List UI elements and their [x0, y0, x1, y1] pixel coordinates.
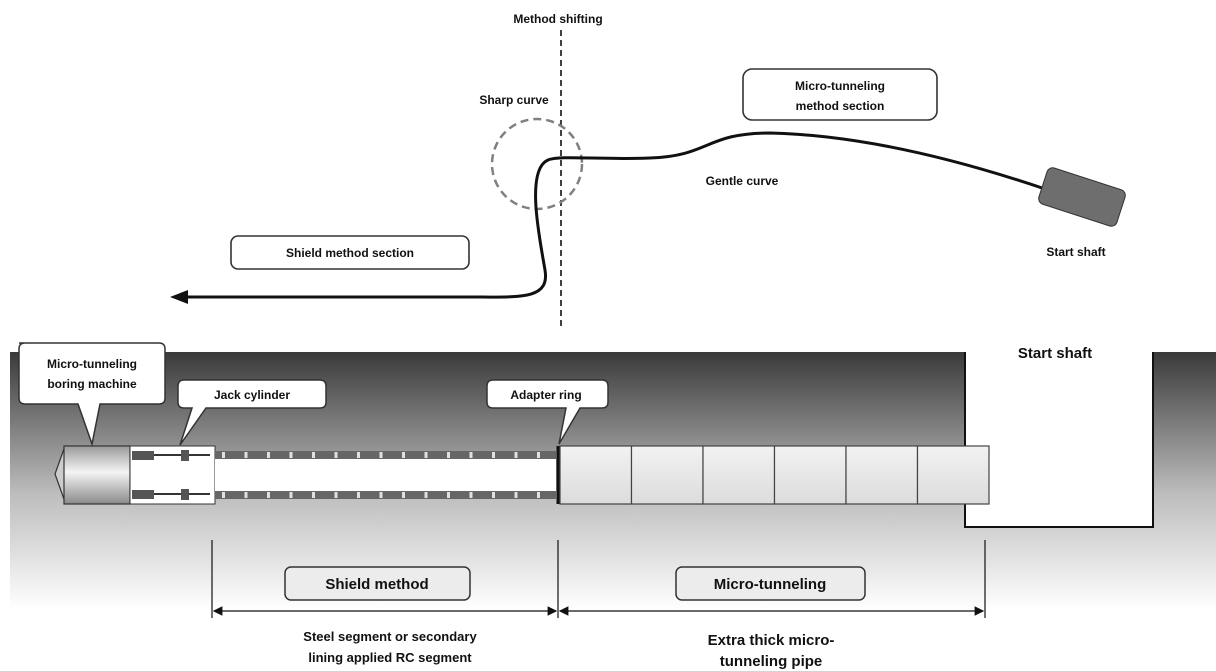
jack-cylinder-lower [132, 489, 210, 500]
jack-cylinder-upper [132, 450, 210, 461]
segment-joint [514, 492, 518, 498]
segment-joint [537, 452, 540, 458]
cutter-head [54, 445, 66, 503]
micro-tunneling-box [675, 566, 866, 601]
steel-segment-line1: Steel segment or secondary [303, 629, 477, 644]
steel-segment-line2: lining applied RC segment [308, 650, 472, 665]
start-shaft-label-section: Start shaft [1018, 345, 1092, 362]
segment-joint [267, 452, 270, 458]
adapter-ring-callout: Adapter ring [486, 379, 609, 445]
micro-tunneling-section-line1: Micro-tunneling [795, 79, 885, 93]
segment-joint [537, 492, 540, 498]
segment-joint [492, 492, 495, 498]
segment-joint [357, 492, 360, 498]
boring-machine [63, 445, 131, 505]
micro-tunneling-section-box [742, 68, 938, 121]
segment-joint [424, 452, 428, 458]
segment-joint [244, 452, 248, 458]
segment-joint [267, 492, 270, 498]
segment-bore [215, 459, 556, 491]
segment-joint [379, 492, 383, 498]
section-view: Start shaft Micro-tunneling boring mach [10, 342, 1216, 670]
segment-joint [469, 452, 473, 458]
segment-joint [469, 492, 473, 498]
shield-section-box [230, 235, 470, 270]
adapter-ring-label: Adapter ring [510, 388, 581, 402]
start-shaft-label-plan: Start shaft [1046, 245, 1105, 259]
segment-joint [402, 492, 405, 498]
jack-cylinder-callout: Jack cylinder [177, 379, 327, 446]
micro-tunneling-pipe [773, 445, 847, 505]
shield-section-label: Shield method section [286, 246, 414, 260]
gentle-curve-label: Gentle curve [706, 174, 779, 188]
segment-joint [334, 452, 338, 458]
method-shifting-label: Method shifting [513, 12, 602, 26]
segment-band [215, 491, 556, 499]
segment-joint [379, 452, 383, 458]
shield-method-box [284, 566, 471, 601]
segment-band [215, 451, 556, 459]
segment-joint [447, 492, 450, 498]
segment-joint [289, 492, 293, 498]
segment-joint [222, 452, 225, 458]
micro-tunneling-pipe [845, 445, 919, 505]
shield-method-label: Shield method [325, 576, 428, 593]
start-shaft-outline [964, 352, 1154, 528]
boring-machine-callout: Micro-tunneling boring machine [18, 342, 166, 447]
start-shaft-box [1038, 167, 1126, 227]
thick-pipe-line1: Extra thick micro- [708, 632, 835, 649]
segment-joint [244, 492, 248, 498]
segment-joint [514, 452, 518, 458]
segment-joint [312, 492, 315, 498]
plan-view: Method shifting Sharp curve Start shaft … [170, 12, 1126, 330]
tunnel-alignment [175, 131, 1049, 299]
micro-tunneling-pipe [559, 445, 633, 505]
micro-tunneling-pipe [630, 445, 704, 505]
segment-joint [312, 452, 315, 458]
micro-tunneling-section-line2: method section [796, 99, 885, 113]
segment-joint [447, 452, 450, 458]
segment-joint [357, 452, 360, 458]
micro-tunneling-pipes [559, 445, 990, 505]
boring-machine-label-line2: boring machine [47, 377, 137, 391]
segment-joint [334, 492, 338, 498]
thick-pipe-line2: tunneling pipe [720, 653, 823, 670]
jack-cylinder-label: Jack cylinder [214, 388, 290, 402]
micro-tunneling-pipe [916, 445, 990, 505]
segment-joint [492, 452, 495, 458]
segment-joint [402, 452, 405, 458]
alignment-arrowhead [170, 290, 188, 304]
micro-tunneling-label: Micro-tunneling [714, 576, 827, 593]
segment-joint [424, 492, 428, 498]
boring-machine-label-line1: Micro-tunneling [47, 357, 137, 371]
segment-joint [222, 492, 225, 498]
dimension-lines [211, 540, 986, 618]
steel-segments [215, 451, 556, 499]
micro-tunneling-pipe [702, 445, 776, 505]
segment-joint [289, 452, 293, 458]
sharp-curve-label: Sharp curve [479, 93, 549, 107]
